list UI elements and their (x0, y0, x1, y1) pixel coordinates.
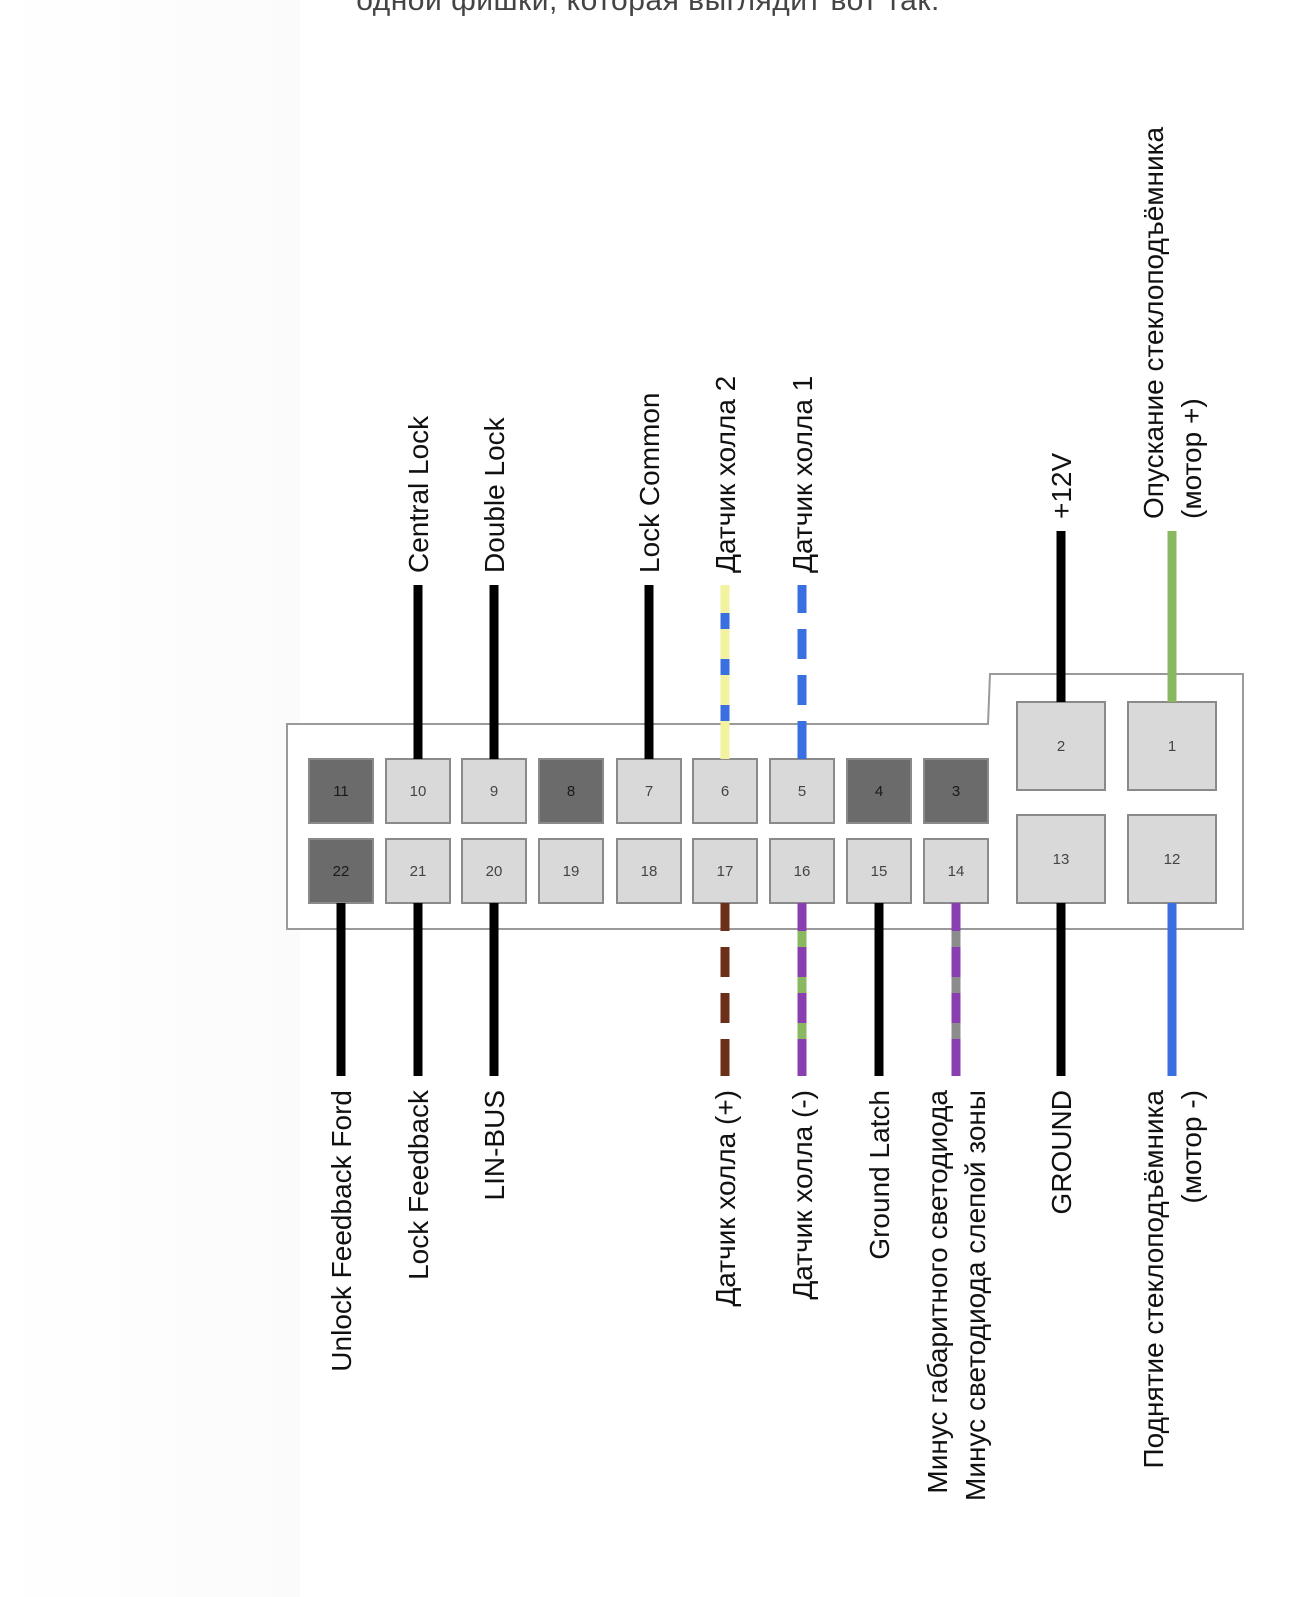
pin-17 (692, 838, 758, 904)
pin-number-19: 19 (563, 863, 580, 880)
pin-10 (385, 758, 451, 824)
pin-number-22: 22 (333, 863, 350, 880)
pin-22 (308, 838, 374, 904)
pin-number-4: 4 (875, 783, 883, 800)
wire-label-pin-2: +12V (1046, 453, 1077, 519)
pin-number-3: 3 (952, 783, 960, 800)
wire-label-pin-12: Поднятие стеклоподъёмника (1138, 1090, 1169, 1469)
wire-label-pin-16: Датчик холла (-) (787, 1090, 818, 1300)
pin-6 (692, 758, 758, 824)
pin-4 (846, 758, 912, 824)
wire-label-pin-9: Double Lock (479, 416, 510, 573)
wire-label-pin-13: GROUND (1046, 1090, 1077, 1214)
pin-15 (846, 838, 912, 904)
pin-5 (769, 758, 835, 824)
pin-7 (616, 758, 682, 824)
pin-number-6: 6 (721, 783, 729, 800)
pin-number-18: 18 (641, 863, 658, 880)
pin-number-21: 21 (410, 863, 427, 880)
wire-label-pin-21: Lock Feedback (403, 1089, 434, 1280)
pin-number-10: 10 (410, 783, 427, 800)
pin-number-5: 5 (798, 783, 806, 800)
wire-label-pin-10: Central Lock (403, 415, 434, 573)
pin-number-15: 15 (871, 863, 888, 880)
pin-number-12: 12 (1164, 851, 1181, 868)
pin-12 (1127, 814, 1217, 904)
pin-number-1: 1 (1168, 738, 1176, 755)
pin-18 (616, 838, 682, 904)
pin-number-13: 13 (1053, 851, 1070, 868)
pin-19 (538, 838, 604, 904)
wire-label-pin-14: Минус габаритного светодиода (922, 1090, 953, 1494)
pin-number-9: 9 (490, 783, 498, 800)
pin-2 (1016, 701, 1106, 791)
wire-label-pin-20: LIN-BUS (479, 1090, 510, 1200)
wire-label-pin-5: Датчик холла 1 (787, 376, 818, 573)
wire-label-pin-6: Датчик холла 2 (710, 376, 741, 573)
pin-3 (923, 758, 989, 824)
caption-text: одной фишки, которая выглядит вот так: (356, 0, 940, 17)
wire-label-pin-14: Минус светодиода слепой зоны (960, 1090, 991, 1501)
pin-number-7: 7 (645, 783, 653, 800)
pin-number-2: 2 (1057, 738, 1065, 755)
wire-label-pin-1: Опускание стеклоподъёмника (1138, 126, 1169, 519)
pin-number-11: 11 (333, 783, 349, 800)
wire-label-pin-1: (мотор +) (1176, 398, 1207, 519)
wire-label-pin-15: Ground Latch (864, 1090, 895, 1260)
pin-number-16: 16 (794, 863, 811, 880)
page-background (0, 0, 300, 1597)
wire-label-pin-12: (мотор -) (1176, 1090, 1207, 1204)
pin-8 (538, 758, 604, 824)
wire-label-pin-7: Lock Common (634, 392, 665, 573)
pin-number-14: 14 (948, 863, 965, 880)
pin-number-8: 8 (567, 783, 575, 800)
pin-20 (461, 838, 527, 904)
pin-11 (308, 758, 374, 824)
pin-13 (1016, 814, 1106, 904)
wire-label-pin-17: Датчик холла (+) (710, 1090, 741, 1307)
wire-label-pin-22: Unlock Feedback Ford (326, 1090, 357, 1372)
pin-number-17: 17 (717, 863, 734, 880)
pin-16 (769, 838, 835, 904)
pin-14 (923, 838, 989, 904)
pin-number-20: 20 (486, 863, 503, 880)
